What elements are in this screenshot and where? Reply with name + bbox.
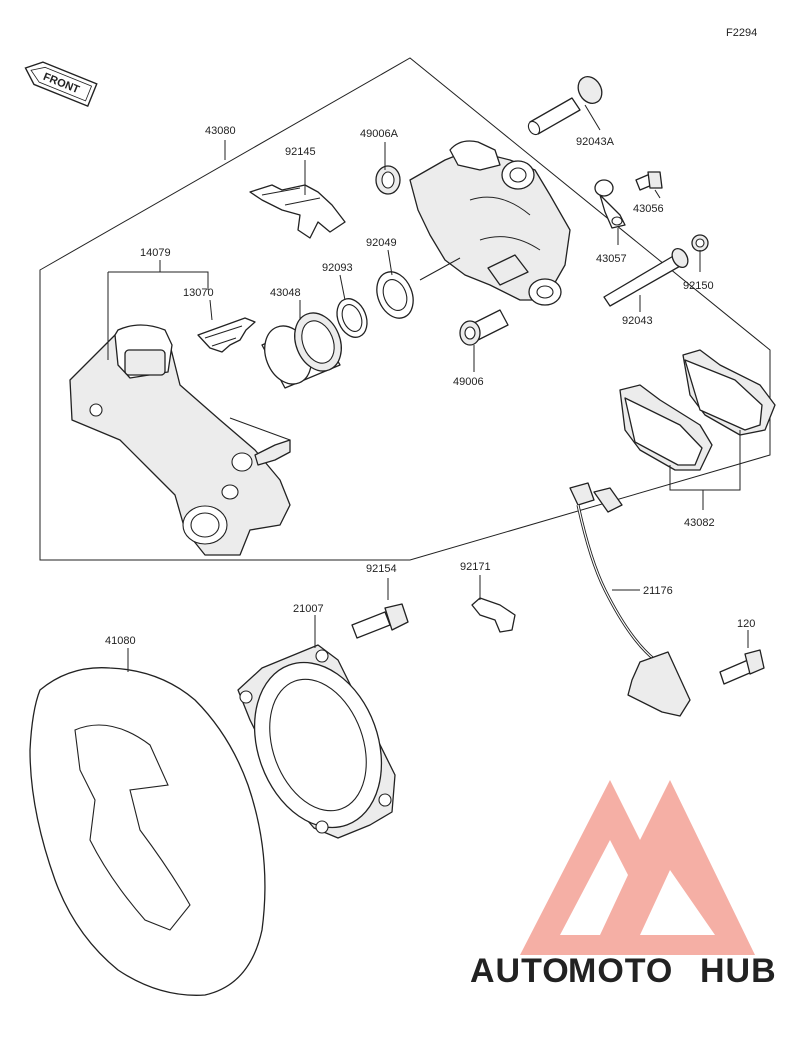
callout-14079: 14079 bbox=[140, 247, 171, 259]
caliper-pin-a bbox=[527, 76, 603, 136]
callout-49006A: 49006A bbox=[360, 128, 399, 140]
anti-rattle-spring bbox=[249, 184, 346, 239]
sensor-bolt bbox=[719, 649, 765, 685]
callout-49006: 49006 bbox=[453, 376, 484, 388]
callout-92154: 92154 bbox=[366, 563, 397, 575]
caliper-piston bbox=[261, 312, 342, 389]
abs-wheel-sensor bbox=[569, 482, 691, 717]
callout-43057: 43057 bbox=[596, 253, 627, 265]
callout-43056: 43056 bbox=[633, 203, 664, 215]
callout-43080: 43080 bbox=[205, 125, 236, 137]
logo-word-auto: AUTO bbox=[470, 952, 570, 990]
piston-seal bbox=[376, 271, 414, 319]
brake-disc bbox=[29, 667, 266, 996]
callout-120: 120 bbox=[737, 618, 755, 630]
logo-triangle-icon bbox=[520, 780, 755, 955]
logo-word-moto: MOTO bbox=[568, 952, 673, 990]
caliper-bracket bbox=[69, 324, 291, 556]
pin-plug bbox=[691, 234, 709, 252]
callout-43048: 43048 bbox=[270, 287, 301, 299]
logo-word-hub: HUB bbox=[700, 952, 777, 990]
callout-21176: 21176 bbox=[643, 585, 673, 597]
abs-sensor-rotor bbox=[237, 644, 396, 839]
callout-92171: 92171 bbox=[460, 561, 491, 573]
callout-92093: 92093 bbox=[322, 262, 353, 274]
callout-92043A: 92043A bbox=[576, 136, 615, 148]
figure-code: F2294 bbox=[726, 27, 757, 39]
callout-13070: 13070 bbox=[183, 287, 214, 299]
callout-92145: 92145 bbox=[285, 146, 316, 158]
callout-92049: 92049 bbox=[366, 237, 397, 249]
callout-41080: 41080 bbox=[105, 635, 136, 647]
callout-43082: 43082 bbox=[684, 517, 715, 529]
sensor-clip bbox=[471, 597, 516, 633]
caliper-assembly-frame bbox=[39, 57, 771, 561]
caliper-body bbox=[409, 140, 571, 306]
bleed-valve bbox=[635, 171, 663, 191]
automotohub-logo bbox=[520, 780, 755, 955]
leader-lines bbox=[107, 104, 749, 672]
callout-92150: 92150 bbox=[683, 280, 714, 292]
caliper-pin bbox=[603, 248, 689, 307]
pin-boot bbox=[459, 309, 509, 346]
bleeder-cap bbox=[594, 179, 626, 229]
pin-boot-a bbox=[375, 165, 401, 195]
callout-21007: 21007 bbox=[293, 603, 324, 615]
dust-seal bbox=[336, 298, 368, 338]
brake-pad-set bbox=[619, 349, 776, 471]
disc-bolt bbox=[351, 603, 409, 639]
pad-spring bbox=[197, 317, 256, 353]
callout-92043: 92043 bbox=[622, 315, 653, 327]
front-arrow-icon: FRONT bbox=[24, 61, 98, 108]
